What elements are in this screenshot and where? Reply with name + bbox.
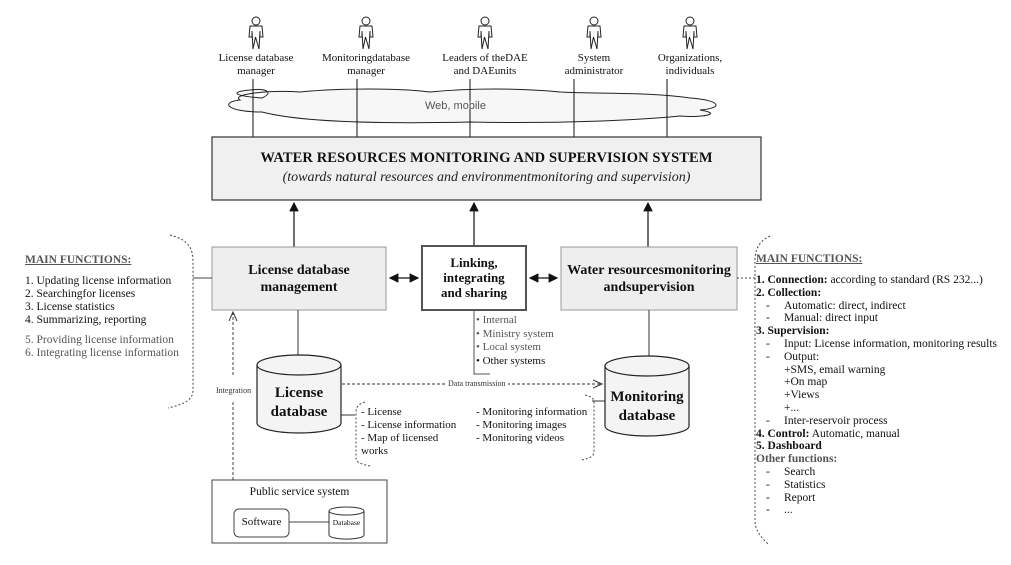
software-box xyxy=(233,508,290,538)
actor-system-admin: System administrator xyxy=(534,52,654,78)
actor-label-line1: Organizations, xyxy=(657,52,723,64)
function-item: 1. Updating license information xyxy=(25,275,172,287)
function-item: 3. License statistics xyxy=(25,301,115,313)
right-functions-list: 1. Connection: according to standard (RS… xyxy=(756,274,997,517)
water-monitoring-label: Water resourcesmonitoring andsupervision xyxy=(561,262,737,296)
output-item: +Views xyxy=(784,389,820,402)
license-mgmt-label: License database management xyxy=(212,262,386,296)
function-dashboard: 5. Dashboard xyxy=(756,440,822,453)
actor-label-line2: administrator xyxy=(564,65,624,77)
linking-target: • Internal xyxy=(476,314,517,326)
content-item: - Monitoring videos xyxy=(476,432,564,444)
linking-box xyxy=(421,245,527,311)
output-item: +... xyxy=(784,401,800,414)
function-item: 2. Searchingfor licenses xyxy=(25,288,136,300)
function-supervision: 3. Supervision: xyxy=(756,325,830,338)
person-icon xyxy=(358,16,374,50)
license-db-label: License database xyxy=(257,384,341,422)
person-icon xyxy=(248,16,264,50)
actor-label-line1: License database xyxy=(218,52,294,64)
other-function-item: -Search xyxy=(766,465,816,478)
main-system-subtitle: (towards natural resources and environme… xyxy=(282,170,691,185)
database-mini-cylinder xyxy=(328,506,365,540)
content-item: - License information xyxy=(361,419,457,431)
function-collection: 2. Collection: xyxy=(756,286,822,299)
linking-label: Linking, integrating and sharing xyxy=(422,255,526,300)
main-system-box xyxy=(211,136,762,201)
database-label: Database xyxy=(332,518,361,527)
function-item: 5. Providing license information xyxy=(25,334,174,346)
cloud-label: Web, mobile xyxy=(425,100,486,112)
function-subitem: -Input: License information, monitoring … xyxy=(766,337,998,350)
actor-label-line2: and DAEunits xyxy=(453,65,517,77)
other-function-item: -Report xyxy=(766,491,816,504)
license-mgmt-line1: License database xyxy=(248,263,350,278)
linking-line2: integrating xyxy=(443,270,505,285)
linking-target: • Ministry system xyxy=(476,327,554,340)
actor-label-line2: individuals xyxy=(665,65,715,77)
water-monitoring-box xyxy=(560,246,738,311)
function-subitem: -Automatic: direct, indirect xyxy=(766,299,906,312)
main-system-title: WATER RESOURCES MONITORING AND SUPERVISI… xyxy=(260,150,713,166)
actor-organizations: Organizations, individuals xyxy=(630,52,750,78)
license-mgmt-box xyxy=(211,246,387,311)
function-subitem: -Output: xyxy=(766,350,820,363)
license-mgmt-line2: management xyxy=(260,280,338,295)
right-functions-panel: MAIN FUNCTIONS: 1. Connection: according… xyxy=(756,253,997,517)
output-item: +On map xyxy=(784,376,828,389)
license-db-cylinder xyxy=(256,354,342,434)
output-item: +SMS, email warning xyxy=(784,363,886,376)
license-db-contents: - License - License information - Map of… xyxy=(361,406,456,458)
left-functions-heading: MAIN FUNCTIONS: xyxy=(25,254,132,266)
license-db-line1: License xyxy=(274,385,324,401)
cloud-shape xyxy=(228,88,717,124)
linking-line3: and sharing xyxy=(440,285,508,300)
function-subitem: -Manual: direct input xyxy=(766,312,878,325)
monitoring-db-contents: - Monitoring information - Monitoring im… xyxy=(476,406,587,445)
content-item: - Monitoring information xyxy=(476,406,588,418)
function-item: 4. Summarizing, reporting xyxy=(25,314,147,326)
linking-line1: Linking, xyxy=(450,255,498,270)
content-item: works xyxy=(361,445,388,457)
monitoring-db-cylinder xyxy=(604,355,690,437)
software-label: Software xyxy=(241,516,282,528)
actor-leaders: Leaders of theDAE and DAEunits xyxy=(425,52,545,78)
actor-label-line2: manager xyxy=(347,65,385,77)
right-functions-heading: MAIN FUNCTIONS: xyxy=(756,253,863,265)
function-control: 4. Control: Automatic, manual xyxy=(756,427,900,440)
actor-label-line1: Leaders of theDAE xyxy=(442,52,528,64)
water-monitoring-line1: Water resourcesmonitoring xyxy=(567,263,731,278)
monitoring-db-line2: database xyxy=(618,408,676,424)
linking-target: • Other systems xyxy=(476,354,546,367)
other-function-item: -Statistics xyxy=(766,478,826,491)
actor-label-line1: Monitoringdatabase xyxy=(322,52,410,64)
license-db-line2: database xyxy=(270,404,328,420)
other-function-item: -... xyxy=(766,504,793,517)
content-item: - License xyxy=(361,406,402,418)
function-connection: 1. Connection: according to standard (RS… xyxy=(756,274,983,286)
actor-license-db-manager: License database manager xyxy=(196,52,316,78)
public-service-title: Public service system xyxy=(249,486,350,498)
left-functions-list: 1. Updating license information 2. Searc… xyxy=(25,275,179,360)
monitoring-db-line1: Monitoring xyxy=(610,389,684,405)
linking-targets-list: • Internal • Ministry system • Local sys… xyxy=(476,314,554,368)
function-subitem: -Inter-reservoir process xyxy=(766,414,888,427)
person-icon xyxy=(477,16,493,50)
left-functions-panel: MAIN FUNCTIONS: 1. Updating license info… xyxy=(25,254,179,360)
data-transmission-label: Data transmission xyxy=(446,379,508,388)
water-monitoring-line2: andsupervision xyxy=(603,280,695,295)
person-icon xyxy=(586,16,602,50)
actor-monitoring-db-manager: Monitoringdatabase manager xyxy=(306,52,426,78)
integration-label: Integration xyxy=(216,386,252,395)
actor-label-line2: manager xyxy=(237,65,275,77)
other-functions-heading: Other functions: xyxy=(756,453,838,466)
monitoring-db-label: Monitoring database xyxy=(605,388,689,426)
actor-label-line1: System xyxy=(577,52,611,64)
function-item: 6. Integrating license information xyxy=(25,347,179,359)
content-item: - Monitoring images xyxy=(476,419,567,431)
linking-target: • Local system xyxy=(476,341,541,353)
content-item: - Map of licensed xyxy=(361,432,439,444)
person-icon xyxy=(682,16,698,50)
